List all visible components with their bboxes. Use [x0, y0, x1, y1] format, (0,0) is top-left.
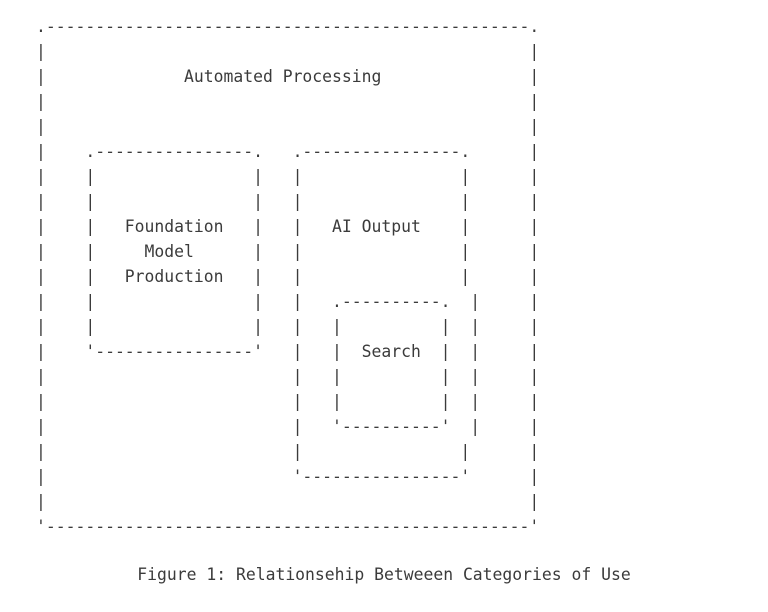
ascii-diagram: .---------------------------------------… — [36, 17, 540, 536]
figure-caption: Figure 1: Relationsehip Betweeen Categor… — [137, 565, 631, 584]
